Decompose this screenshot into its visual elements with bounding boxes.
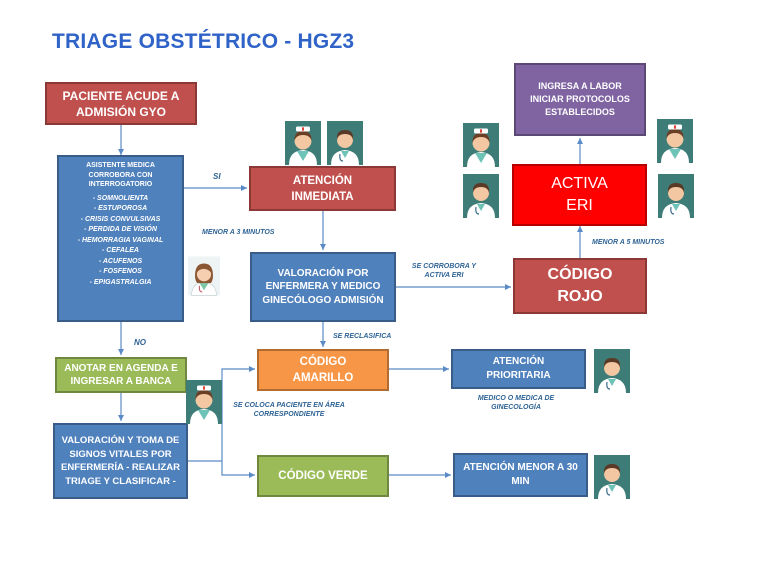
node-atencion-30: ATENCIÓN MENOR A 30 MIN (453, 453, 588, 497)
node-activa-eri: ACTIVA ERI (512, 164, 647, 226)
nurse-icon (285, 121, 321, 165)
node-codigo-verde: CÓDIGO VERDE (257, 455, 389, 497)
label-menor-3-minutos: MENOR A 3 MINUTOS (202, 229, 275, 236)
node-codigo-rojo-text: CÓDIGO ROJO (547, 266, 613, 305)
label-medico-o-medica: MEDICO O MEDICA DE GINECOLOGÍA (477, 395, 555, 412)
asistente-intro-text: ASISTENTE MEDICA CORROBORA CON INTERROGA… (86, 162, 155, 188)
label-si: SI (213, 172, 221, 181)
doctor-icon (327, 121, 363, 165)
node-atencion-30-text: ATENCIÓN MENOR A 30 MIN (463, 462, 578, 487)
doctor-icon (594, 349, 630, 393)
node-atencion-inmediata-text: ATENCIÓN INMEDIATA (291, 174, 354, 203)
label-se-coloca-paciente: SE COLOCA PACIENTE EN ÁREA CORRESPONDIEN… (233, 402, 345, 419)
doctor-icon (463, 174, 499, 218)
nurse-icon (463, 123, 499, 167)
node-valoracion-signos-text: VALORACIÓN Y TOMA DE SIGNOS VITALES POR … (61, 435, 180, 487)
node-valoracion-medico-text: VALORACIÓN POR ENFERMERA Y MEDICO GINECÓ… (262, 267, 384, 306)
node-valoracion-signos: VALORACIÓN Y TOMA DE SIGNOS VITALES POR … (53, 423, 188, 499)
node-codigo-verde-text: CÓDIGO VERDE (278, 470, 368, 482)
node-atencion-prioritaria: ATENCIÓN PRIORITARIA (451, 349, 586, 389)
symptom-list: - SOMNOLIENTA - ESTUPOROSA - CRISIS CONV… (78, 194, 164, 289)
label-no: NO (134, 338, 146, 347)
symptom-item: - SOMNOLIENTA (92, 194, 149, 202)
symptom-item: - FOSFENOS (99, 268, 142, 275)
symptom-item: - EPIGASTRALGIA (89, 278, 152, 286)
node-paciente-admision-text: PACIENTE ACUDE A ADMISIÓN GYO (62, 88, 180, 119)
nurse-icon (657, 119, 693, 163)
node-atencion-prioritaria-text: ATENCIÓN PRIORITARIA (486, 356, 551, 381)
symptom-item: - ACUFENOS (98, 257, 143, 265)
node-paciente-admision: PACIENTE ACUDE A ADMISIÓN GYO (45, 82, 197, 125)
node-codigo-amarillo-text: CÓDIGO AMARILLO (292, 356, 354, 384)
node-codigo-amarillo: CÓDIGO AMARILLO (257, 349, 389, 391)
nurse-icon (186, 380, 222, 424)
label-menor-5-minutos: MENOR A 5 MINUTOS (592, 239, 665, 246)
label-se-corrobora: SE CORROBORA Y ACTIVA ERI (411, 263, 477, 280)
node-valoracion-medico: VALORACIÓN POR ENFERMERA Y MEDICO GINECÓ… (250, 252, 396, 322)
node-anotar-agenda: ANOTAR EN AGENDA E INGRESAR A BANCA (55, 357, 187, 393)
node-ingresa-labor-text: INGRESA A LABOR INICIAR PROTOCOLOS ESTAB… (530, 81, 630, 117)
node-asistente-medica: ASISTENTE MEDICA CORROBORA CON INTERROGA… (57, 155, 184, 322)
symptom-item: - HEMORRAGIA VAGINAL (77, 236, 164, 244)
node-atencion-inmediata: ATENCIÓN INMEDIATA (249, 166, 396, 211)
symptom-item: - PERDIDA DE VISIÓN (84, 226, 157, 233)
symptom-item: - ESTUPOROSA (93, 205, 148, 212)
female-doctor-icon (188, 256, 220, 296)
symptom-item: - CEFALEA (102, 247, 139, 254)
node-anotar-agenda-text: ANOTAR EN AGENDA E INGRESAR A BANCA (64, 363, 178, 387)
node-codigo-rojo: CÓDIGO ROJO (513, 258, 647, 314)
symptom-item: - CRISIS CONVULSIVAS (80, 215, 161, 223)
node-activa-eri-text: ACTIVA ERI (551, 175, 608, 214)
page-title: TRIAGE OBSTÉTRICO - HGZ3 (52, 30, 355, 53)
doctor-icon (594, 455, 630, 499)
doctor-icon (658, 174, 694, 218)
node-ingresa-labor: INGRESA A LABOR INICIAR PROTOCOLOS ESTAB… (514, 63, 646, 136)
label-se-reclasifica: SE RECLASIFICA (333, 333, 392, 340)
